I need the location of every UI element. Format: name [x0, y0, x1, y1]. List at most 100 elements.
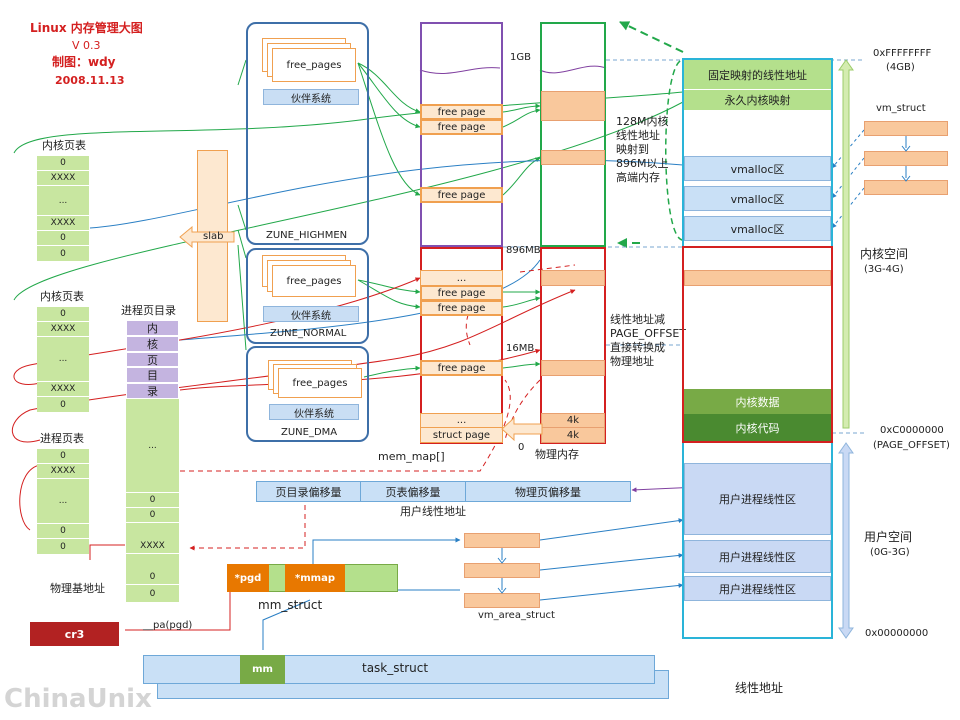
linear-label: 线性地址: [735, 681, 784, 695]
kernel-pt1-cell-3: XXXX: [37, 216, 89, 231]
zone-dma-name: ZUNE_DMA: [281, 427, 338, 438]
struct-page-arrow-icon: [501, 416, 543, 442]
vmalloc-region-3: vmalloc区: [684, 216, 831, 241]
kernel-pt1-cell-1: XXXX: [37, 171, 89, 186]
task-struct-label: task_struct: [362, 661, 429, 675]
kernel-pt1-cell-0: 0: [37, 156, 89, 171]
kernel-pt2-cell-1: XXXX: [37, 322, 89, 337]
buddy-system-dma: 伙伴系统: [269, 404, 359, 420]
vm-area-3: [464, 593, 540, 608]
phys-zero: 0: [518, 442, 525, 453]
pgd-char-4: 录: [126, 383, 179, 399]
note-offset-line1: 线性地址减: [610, 313, 665, 326]
zone-highmem: [246, 22, 369, 245]
mmap-field: *mmap: [285, 564, 345, 592]
mem-map-lower: [420, 247, 503, 444]
kernel-pt2-cell-0: 0: [37, 307, 89, 322]
process-pt-cell-2: ...: [37, 479, 89, 524]
mm-field: mm: [240, 655, 285, 684]
note-highmem-line5: 高端内存: [616, 171, 660, 184]
kernel-data-region: 内核数据: [684, 389, 831, 414]
process-pgd: 内 核 页 目 录 ... 0 0 XXXX 0 0: [126, 320, 179, 602]
vm-struct-1: [864, 121, 948, 136]
kmap-region: 永久内核映射: [684, 90, 831, 110]
process-pt-cell-0: 0: [37, 449, 89, 464]
mm-struct-label: mm_struct: [258, 598, 323, 612]
free-page-h1: free page: [420, 104, 503, 120]
title-date: 2008.11.13: [55, 74, 125, 87]
pgd-char-0: 内: [126, 320, 179, 336]
struct-page: struct page: [420, 427, 503, 443]
kernel-pt1-cell-2: ...: [37, 186, 89, 216]
buddy-system-highmem: 伙伴系统: [263, 89, 359, 105]
mem-map-ellipsis-bottom: ...: [420, 413, 503, 428]
zone-normal-name: ZUNE_NORMAL: [270, 328, 347, 339]
process-pt-cell-3: 0: [37, 524, 89, 539]
phys-4k-2: 4k: [541, 427, 605, 443]
process-pt-cell-4: 0: [37, 539, 89, 554]
mem-map-label: mem_map[]: [378, 450, 445, 463]
free-pages-label-normal: free_pages: [272, 265, 356, 297]
addr-bottom: 0x00000000: [865, 628, 929, 639]
kernel-pt2-cell-4: 0: [37, 397, 89, 412]
address-bar: 页目录偏移量 页表偏移量 物理页偏移量: [256, 481, 631, 502]
direct-map-page: [684, 270, 831, 286]
user-space-range: (0G-3G): [870, 547, 910, 558]
vm-area-label: vm_area_struct: [478, 610, 555, 621]
mem-map-ellipsis-top: ...: [420, 270, 503, 286]
page-offset-field: 物理页偏移量: [515, 485, 581, 499]
free-page-h3: free page: [420, 187, 503, 203]
phys-page-h2: [541, 150, 605, 165]
pgd-field: *pgd: [227, 564, 269, 592]
title-line1: Linux 内存管理大图: [30, 21, 143, 35]
addr-top-size: (4GB): [886, 62, 915, 73]
note-offset-line2: PAGE_OFFSET: [610, 327, 687, 340]
note-highmem-line2: 线性地址: [616, 129, 660, 142]
user-region-2: 用户进程线性区: [684, 540, 831, 573]
watermark: ChinaUnix: [4, 684, 152, 714]
pgd-cell-0: ...: [126, 399, 179, 493]
pgd-char-2: 页: [126, 352, 179, 367]
free-pages-stack-normal: free_pages: [262, 255, 358, 301]
phys-base-label: 物理基地址: [50, 582, 105, 595]
addr-mid-name: (PAGE_OFFSET): [873, 440, 950, 451]
phys-896mb: 896MB: [506, 245, 541, 256]
kernel-space-label: 内核空间: [860, 247, 909, 261]
phys-page-h1: [541, 91, 605, 121]
kernel-pt1-cell-4: 0: [37, 231, 89, 246]
pt-offset-field: 页表偏移量: [361, 482, 466, 501]
pgd-char-1: 核: [126, 336, 179, 352]
free-page-n2: free page: [420, 300, 503, 316]
buddy-system-normal: 伙伴系统: [263, 306, 359, 322]
note-offset-line3: 直接转换成: [610, 341, 665, 354]
kernel-space-range: (3G-4G): [864, 264, 904, 275]
pgd-cell-1: 0: [126, 493, 179, 508]
user-region-3: 用户进程线性区: [684, 576, 831, 601]
phys-1gb: 1GB: [510, 52, 531, 63]
fixed-map-region: 固定映射的线性地址: [684, 60, 831, 90]
vm-struct-links: [901, 136, 911, 182]
free-page-n1: free page: [420, 285, 503, 301]
note-offset: 线性地址减 PAGE_OFFSET 直接转换成 物理地址: [610, 313, 686, 369]
slab-label: slab: [203, 231, 224, 242]
user-linear-label: 用户线性地址: [400, 505, 466, 518]
pgd-cell-5: 0: [126, 585, 179, 602]
note-highmem-map: 128M内核 线性地址 映射到 896M以上 高端内存: [616, 115, 669, 185]
free-pages-stack-dma: free_pages: [268, 360, 364, 402]
kernel-pt2-cell-3: XXXX: [37, 382, 89, 397]
phys-16mb: 16MB: [506, 343, 535, 354]
task-struct-bar: [143, 655, 655, 684]
note-highmem-line3: 映射到: [616, 143, 649, 156]
user-space-label: 用户空间: [864, 530, 913, 544]
title-version: V 0.3: [72, 39, 101, 52]
kernel-pt2: 0 XXXX ... XXXX 0: [37, 307, 89, 412]
pgd-cell-2: 0: [126, 508, 179, 523]
zone-highmem-name: ZUNE_HIGHMEN: [266, 230, 348, 241]
process-pgd-title: 进程页目录: [121, 304, 176, 317]
note-highmem-line1: 128M内核: [616, 115, 669, 128]
kernel-code-region: 内核代码: [684, 414, 831, 441]
physical-lower: [540, 247, 606, 444]
phys-page-n1: [541, 270, 605, 286]
pgd-cell-3: XXXX: [126, 538, 179, 554]
vm-struct-3: [864, 180, 948, 195]
